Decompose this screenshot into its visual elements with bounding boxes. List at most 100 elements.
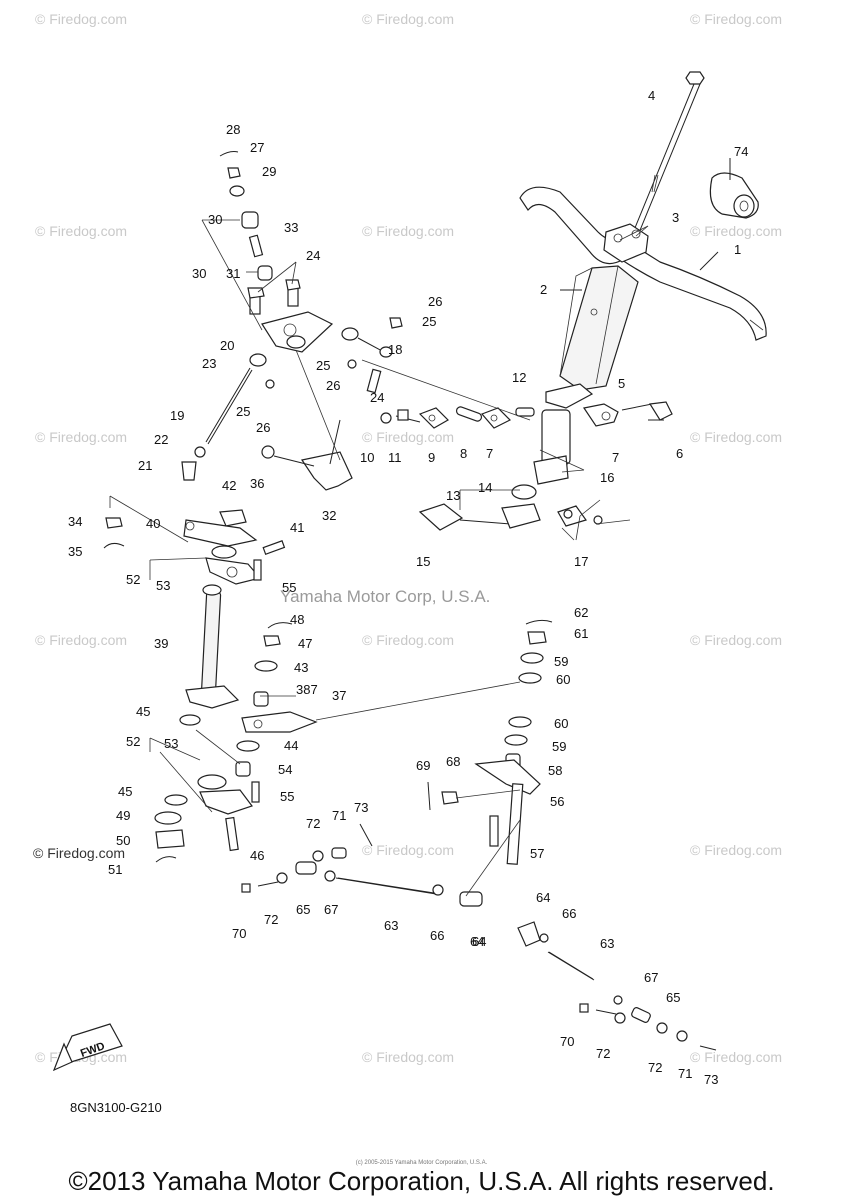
diagram-code: 8GN3100-G210 [70,1100,162,1115]
callout-number: 60 [554,716,568,731]
callout-number: 72 [596,1046,610,1061]
watermark: © Firedog.com [690,429,782,445]
watermark: © Firedog.com [690,632,782,648]
callout-number: 44 [284,738,298,753]
callout-number: 67 [324,902,338,917]
callout-number: 52 [126,572,140,587]
part-stack-37 [179,622,318,777]
callout-number: 73 [704,1072,718,1087]
callout-number: 45 [118,784,132,799]
callout-number: 48 [290,612,304,627]
callout-number: 21 [138,458,152,473]
callout-number: 25 [316,358,330,373]
callout-number: 66 [430,928,444,943]
callout-number: 27 [250,140,264,155]
callout-number: 63 [384,918,398,933]
watermark: © Firedog.com [690,223,782,239]
part-rod-19 [181,353,275,481]
callout-number: 70 [232,926,246,941]
callout-number: 387 [296,682,318,697]
callout-number: 9 [428,450,435,465]
watermark: © Firedog.com [362,632,454,648]
callout-number: 46 [250,848,264,863]
footer-tiny-credit: (c) 2005-2015 Yamaha Motor Corporation, … [355,1160,488,1166]
callout-number: 7 [612,450,619,465]
callout-number: 33 [284,220,298,235]
callout-number: 20 [220,338,234,353]
watermark: © Firedog.com [362,429,454,445]
callout-number: 1 [734,242,741,257]
callout-number: 24 [370,390,384,405]
callout-number: 65 [666,990,680,1005]
callout-number: 49 [116,808,130,823]
callout-number: 10 [360,450,374,465]
callout-number: 6 [676,446,683,461]
callout-number: 34 [68,514,82,529]
callout-number: 50 [116,833,130,848]
callout-number: 14 [478,480,492,495]
callout-number: 70 [560,1034,574,1049]
watermark: © Firedog.com [35,223,127,239]
callout-number: 43 [294,660,308,675]
callout-number: 26 [256,420,270,435]
callout-number: 24 [306,248,320,263]
watermark: © Firedog.com [35,429,127,445]
watermark: © Firedog.com [362,11,454,27]
part-shaft-5 [511,383,594,500]
watermark: © Firedog.com [35,11,127,27]
callout-number: 58 [548,763,562,778]
callout-number: 4 [648,88,655,103]
fwd-arrow-icon: FWD [52,1023,123,1072]
callout-number: 13 [446,488,460,503]
callout-number: 64 [470,934,484,949]
callout-number: 25 [422,314,436,329]
callout-number: 17 [574,554,588,569]
callout-number: 52 [126,734,140,749]
callout-number: 19 [170,408,184,423]
callout-number: 53 [156,578,170,593]
callout-number: 47 [298,636,312,651]
callout-number: 39 [154,636,168,651]
callout-number: 62 [574,605,588,620]
callout-number: 60 [556,672,570,687]
callout-number: 67 [644,970,658,985]
callout-number: 36 [250,476,264,491]
part-smalls-8-11 [380,406,483,429]
callout-number: 72 [264,912,278,927]
part-plate-24 [247,279,334,353]
part-tierod-18 [341,317,403,394]
part-arm-lower-left [154,774,260,863]
callout-number: 5 [618,376,625,391]
callout-number: 63 [600,936,614,951]
callout-number: 65 [296,902,310,917]
callout-number: 37 [332,688,346,703]
callout-number: 42 [222,478,236,493]
watermark: © Firedog.com [362,1049,454,1065]
callout-number: 18 [388,342,402,357]
callout-number: 61 [574,626,588,641]
part-tierods-63 [241,823,717,1051]
watermark: © Firedog.com [362,842,454,858]
callout-number: 71 [678,1066,692,1081]
callout-number: 56 [550,794,564,809]
callout-number: 15 [416,554,430,569]
callout-number: 29 [262,164,276,179]
callout-number: 59 [552,739,566,754]
callout-number: 7 [486,446,493,461]
part-arm-31 [261,419,353,491]
watermark-layer: © Firedog.com © Firedog.com © Firedog.com ©… [33,11,782,1065]
watermark: © Firedog.com [35,632,127,648]
callout-number: 25 [236,404,250,419]
watermark: © Firedog.com [690,1049,782,1065]
part-stack-56 [427,619,553,865]
callout-number: 55 [280,789,294,804]
watermark: © Firedog.com [690,842,782,858]
callout-number: 26 [326,378,340,393]
callout-number: 41 [290,520,304,535]
part-drawings: FWD [52,71,767,1072]
part-holder-3 [603,223,649,263]
center-credit: Yamaha Motor Corp, U.S.A. [280,587,490,606]
callout-number: 8 [460,446,467,461]
